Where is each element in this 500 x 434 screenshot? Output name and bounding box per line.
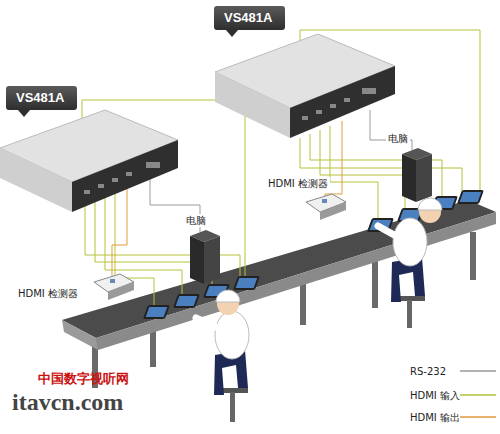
legend-line (460, 394, 496, 396)
worker-left (196, 290, 249, 422)
part-label: HDMI 检测器 (266, 177, 330, 190)
tablets (143, 190, 484, 319)
switch-left (0, 110, 178, 212)
part-label: 电脑 (184, 214, 208, 227)
worker-right (378, 198, 442, 328)
computer-left (190, 230, 220, 284)
switch-right (215, 34, 395, 138)
watermark: 中国数字视听网 (36, 372, 131, 385)
belt-end (62, 320, 98, 350)
tag-pointer (18, 110, 30, 117)
model-name: VS481A (224, 10, 275, 25)
legend-line (460, 416, 496, 418)
legend-text: HDMI 输入 (410, 389, 460, 402)
tester-right (306, 194, 346, 220)
legend-text: RS-232 (410, 365, 446, 378)
belt-front (96, 212, 496, 350)
part-label: HDMI 检测器 (16, 287, 80, 300)
watermark: itavcn.com (10, 388, 125, 416)
tester-left (94, 274, 134, 300)
part-label: 电脑 (386, 132, 410, 145)
model-tag: VS481A (214, 6, 285, 30)
computer-right (402, 148, 432, 202)
legend-line (460, 370, 496, 372)
tag-pointer (226, 30, 238, 37)
legend-text: HDMI 输出 (410, 411, 460, 424)
model-name: VS481A (16, 90, 67, 105)
model-tag: VS481A (6, 86, 77, 110)
